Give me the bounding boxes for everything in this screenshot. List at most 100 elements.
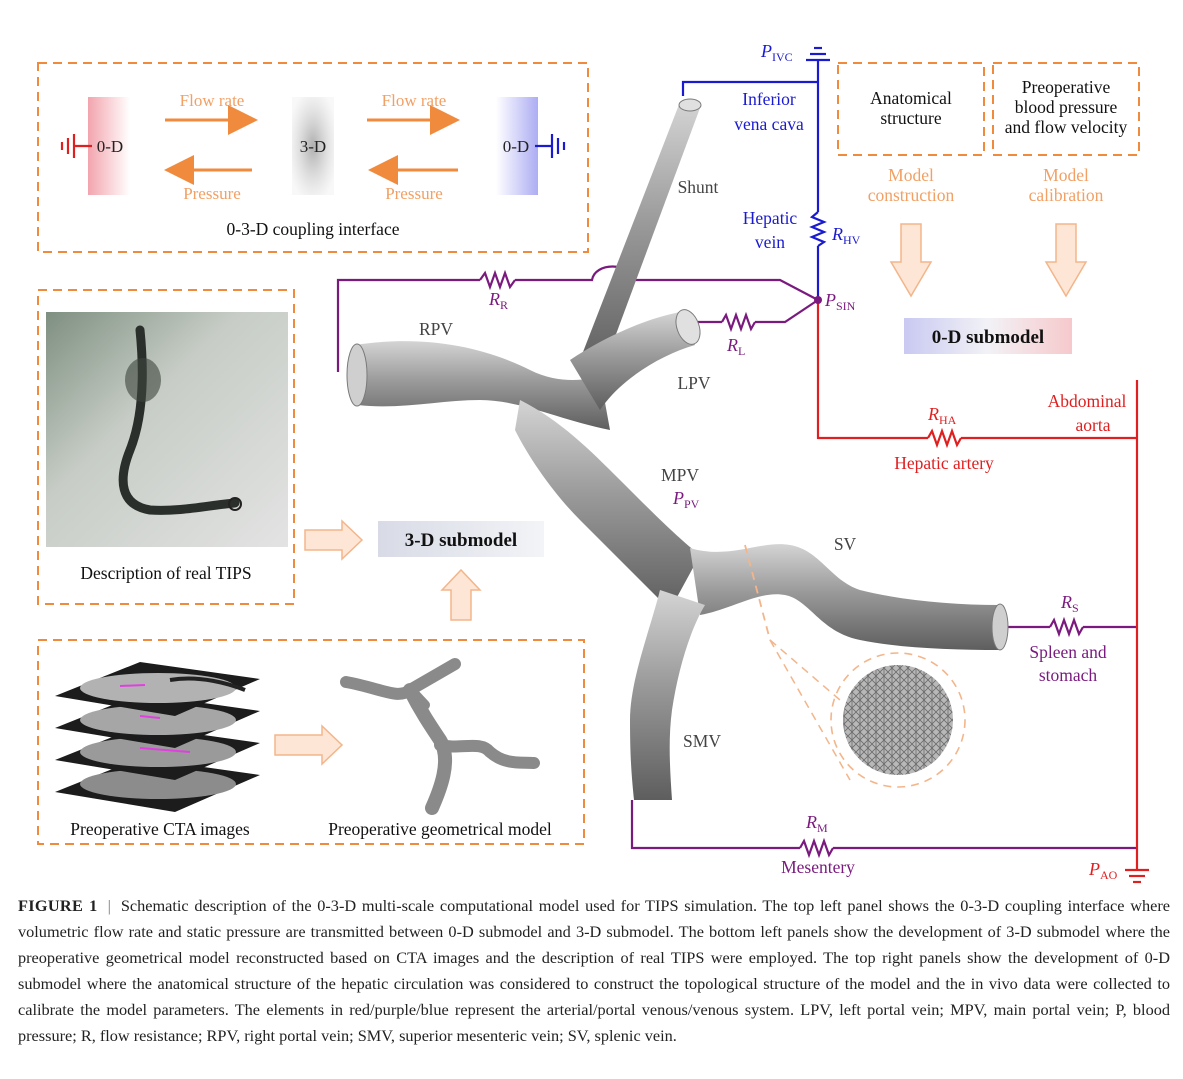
ivc-ground-icon: [806, 46, 830, 62]
blue-ground-icon: [535, 134, 566, 158]
center-3d-block: [292, 97, 334, 195]
cta-panel-border: [37, 639, 585, 845]
resistor-rr: [479, 269, 516, 291]
resistor-rs: [1049, 616, 1084, 638]
coupling-panel: 0-D 3-D 0-D Flow rate Pressure Flow rate…: [37, 62, 589, 253]
shunt-label: Shunt: [678, 177, 719, 197]
cta-panel: Preoperative CTA images Preoperative geo…: [37, 639, 585, 845]
left-0d-label: 0-D: [97, 137, 123, 156]
right-0d-block: [496, 97, 538, 195]
cta-slices: [55, 662, 260, 812]
smv-vessel: [630, 590, 705, 800]
coupling-panel-border: [37, 62, 589, 253]
arrow-construction: [889, 223, 933, 298]
r-ha-label: RHA: [927, 404, 957, 427]
rpv-vessel: [355, 341, 610, 430]
anatomy-line-1: Anatomical: [870, 88, 952, 108]
p-ivc-label: PIVC: [760, 41, 793, 64]
shunt-vessel: [576, 102, 700, 372]
tips-caption: Description of real TIPS: [80, 563, 251, 583]
circuit-wires: [336, 60, 1139, 870]
resistor-rl: [721, 311, 756, 333]
zoom-line-2: [769, 639, 851, 781]
rr-wire-right: [515, 265, 819, 301]
r-l-label: RL: [726, 335, 745, 358]
tips-contrast-shadow: [125, 358, 161, 402]
vessel-model: [346, 98, 1009, 800]
r-hv-label: RHV: [831, 224, 861, 247]
flow-rate-label-right: Flow rate: [382, 91, 447, 110]
geometry-caption: Preoperative geometrical model: [328, 819, 552, 839]
zoom-line-1: [769, 639, 841, 701]
hepatic-artery-label: Hepatic artery: [894, 453, 994, 473]
pressure-label-right: Pressure: [385, 184, 443, 203]
rm-wire-left: [630, 800, 800, 850]
ivc-line-1: Inferior: [742, 89, 796, 109]
caption-label: FIGURE 1: [18, 896, 98, 915]
sv-end: [991, 603, 1009, 651]
submodel-0d-label: 0-D submodel: [932, 327, 1044, 348]
mesh-cross-section: [843, 665, 953, 775]
sv-label: SV: [834, 534, 857, 554]
ivc-top-wire: [681, 80, 818, 96]
resistor-rha: [927, 427, 962, 449]
p-ao-label: PAO: [1088, 859, 1118, 882]
right-0d-label: 0-D: [503, 137, 529, 156]
hepatic-vein-line-1: Hepatic: [743, 208, 798, 228]
red-ground-icon: [60, 134, 92, 158]
spleen-line-1: Spleen and: [1029, 642, 1107, 662]
aorta-line-2: aorta: [1076, 415, 1111, 435]
preop-line-2: blood pressure: [1015, 97, 1118, 117]
spleen-line-2: stomach: [1039, 665, 1098, 685]
arrow-tips-to-3d: [304, 519, 364, 561]
cta-caption: Preoperative CTA images: [70, 819, 250, 839]
caption-separator: |: [107, 896, 111, 915]
mesh-zoom-circle: [830, 652, 966, 788]
aorta-line-1: Abdominal: [1048, 391, 1127, 411]
pressure-label-left: Pressure: [183, 184, 241, 203]
ao-ground-icon: [1125, 868, 1149, 884]
submodel-0d-box: [904, 318, 1072, 354]
caption-text: Schematic description of the 0-3-D multi…: [18, 896, 1170, 1045]
p-pv-label: PPV: [672, 488, 700, 511]
preop-line-1: Preoperative: [1022, 77, 1111, 97]
lpv-label: LPV: [677, 373, 710, 393]
rl-wire-right: [755, 299, 819, 324]
preop-line-3: and flow velocity: [1005, 117, 1128, 137]
psin-node: [814, 296, 822, 304]
cut-line: [744, 544, 771, 641]
p-sin-label: PSIN: [824, 290, 856, 313]
ivc-line-2: vena cava: [734, 114, 804, 134]
resistor-rhv: [809, 211, 827, 247]
lpv-vessel: [570, 312, 695, 410]
calibration-line-1: Model: [1043, 165, 1089, 185]
mpv-vessel: [515, 400, 700, 610]
calibration-line-2: calibration: [1029, 185, 1104, 205]
hepatic-vein-line-2: vein: [755, 232, 785, 252]
arrow-cta-to-geometry: [274, 724, 344, 766]
center-3d-label: 3-D: [300, 137, 326, 156]
ha-wire-left: [816, 300, 928, 440]
r-s-label: RS: [1060, 592, 1079, 615]
lpv-end: [675, 309, 701, 345]
tips-catheter-tip: [228, 497, 242, 511]
sv-vessel: [690, 544, 1000, 650]
top-right-panels: Anatomical structure Preoperative blood …: [837, 62, 1140, 354]
arrow-calibration: [1044, 223, 1088, 298]
arrow-cta-to-3d: [440, 568, 482, 621]
flow-rate-label-left: Flow rate: [180, 91, 245, 110]
rpv-end: [346, 343, 368, 407]
figure-caption: FIGURE 1 |Schematic description of the 0-…: [18, 893, 1170, 1049]
rpv-label: RPV: [419, 319, 453, 339]
smv-label: SMV: [683, 731, 721, 751]
mesentery-label: Mesentery: [781, 857, 855, 877]
submodel-3d-box: [378, 521, 544, 557]
figure-diagram: 0-D 3-D 0-D Flow rate Pressure Flow rate…: [37, 41, 1149, 884]
construction-line-2: construction: [868, 185, 955, 205]
construction-line-1: Model: [888, 165, 934, 185]
mpv-label: MPV: [661, 465, 699, 485]
tips-panel-border: [37, 289, 295, 605]
resistor-rm: [799, 837, 834, 859]
geometry-model: [340, 658, 540, 815]
r-m-label: RM: [805, 812, 828, 835]
